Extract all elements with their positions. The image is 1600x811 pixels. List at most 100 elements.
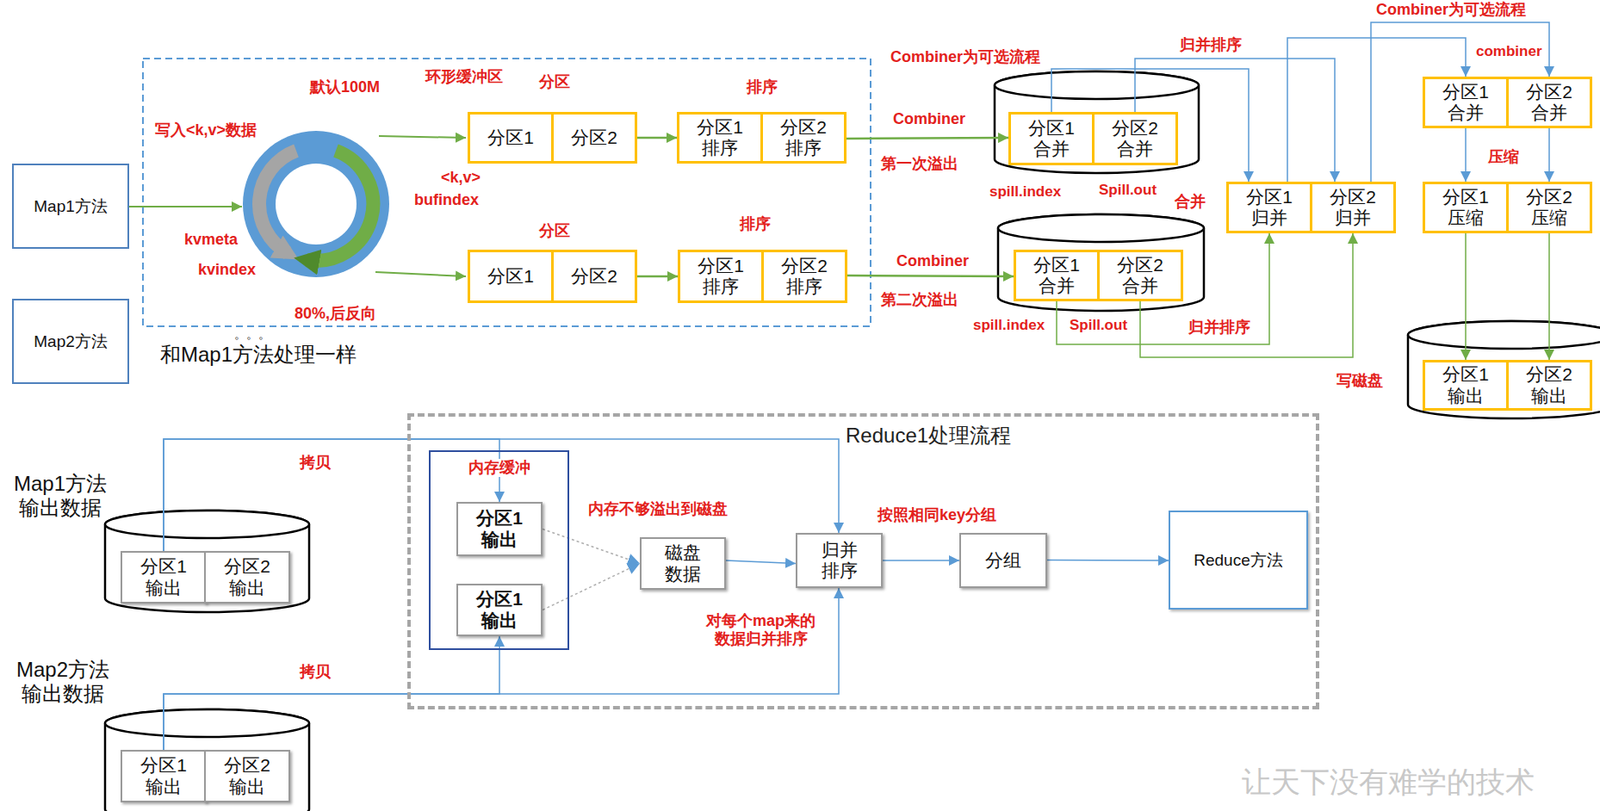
file-label: spill.index <box>987 183 1063 201</box>
file-label: spill.index <box>971 316 1047 335</box>
process-box: Map2方法 <box>12 298 130 385</box>
ring-buffer-label: 环形缓冲区 <box>423 68 505 87</box>
node-text: 分区1 输出 <box>140 755 187 797</box>
step-label: 拷贝 <box>297 663 333 682</box>
node-text: 分区1 压缩 <box>1442 186 1489 229</box>
node-text: 内存缓冲 <box>466 458 533 478</box>
flow-arrow <box>1548 233 1551 360</box>
disk-cylinder <box>105 709 310 811</box>
flow-arrow <box>542 529 640 565</box>
merge-cell: 分区1 归并 <box>1226 181 1313 234</box>
node-text: 分区2 <box>570 266 618 287</box>
sort-cell: 分区2 排序 <box>761 249 848 304</box>
write-arrow <box>129 205 242 208</box>
node-text: 分区2 归并 <box>1329 186 1377 229</box>
node-text: 分区2 输出 <box>223 556 271 598</box>
flow-arrow <box>163 588 839 751</box>
flow-arrow <box>882 559 960 562</box>
disk-cylinder <box>105 510 310 613</box>
step-label: Combiner <box>894 252 971 271</box>
spill-cell: 分区1 合并 <box>1013 249 1100 302</box>
compress-cell: 分区2 压缩 <box>1506 181 1593 234</box>
flow-arrow <box>1464 128 1467 182</box>
process-box: Map1方法 <box>12 163 130 249</box>
memory-buffer: 分区1 输出分区1 输出 内存缓冲 <box>428 450 570 651</box>
flow-arrow <box>1548 128 1551 182</box>
disk-cylinder <box>998 214 1204 311</box>
ring-arrow <box>306 150 373 261</box>
output-cell: 分区1 输出 <box>456 583 543 637</box>
node-text: 分区2 压缩 <box>1525 186 1573 229</box>
map-region-outline <box>142 58 871 327</box>
sort-cell: 分区2 排序 <box>760 111 847 164</box>
step-label: combiner <box>1474 43 1545 61</box>
spill-cell: 分区2 合并 <box>1091 111 1179 166</box>
threshold-note: 80%,后反向 <box>292 304 379 323</box>
flow-arrow <box>637 275 678 279</box>
disk-top <box>994 71 1199 100</box>
merge-cell: 分区2 归并 <box>1309 181 1396 234</box>
flow-arrow <box>1464 233 1467 360</box>
node-text: 归并 排序 <box>821 539 858 582</box>
ring-buffer <box>242 130 390 278</box>
node-text: 分区1 输出 <box>476 508 523 550</box>
node-text: 分组 <box>985 550 1022 571</box>
step-label: 拷贝 <box>297 453 333 472</box>
output-cell: 分区2 输出 <box>204 551 291 604</box>
flow-arrow <box>163 439 839 552</box>
buffer-size-note: 默认100M <box>308 78 382 97</box>
partition-cell: 分区2 <box>551 249 638 304</box>
watermark: 让天下没有难学的技术 <box>1240 765 1537 800</box>
disk-data-box: 磁盘 数据 <box>639 537 726 590</box>
flow-arrow <box>725 560 796 565</box>
node-text: 磁盘 数据 <box>664 542 701 584</box>
compress-cell: 分区1 压缩 <box>1422 181 1509 234</box>
node-text: 分区2 输出 <box>1525 364 1573 406</box>
ellipsis: 。。。 <box>232 327 273 342</box>
flow-arrow <box>163 439 500 552</box>
step-label: 第一次溢出 <box>879 155 961 174</box>
node-text: Reduce方法 <box>1193 551 1284 571</box>
node-text: Map1方法 <box>33 197 108 217</box>
pointer-label: kvindex <box>196 260 258 280</box>
step-label: 归并排序 <box>1186 318 1253 337</box>
step-label: 压缩 <box>1486 148 1521 167</box>
pointer-label: bufindex <box>412 191 481 210</box>
pointer-label: kvmeta <box>182 230 240 249</box>
partition-cell: 分区1 <box>467 111 554 164</box>
partition-cell: 分区1 <box>467 249 554 304</box>
node-text: Map2方法 <box>33 332 108 352</box>
disk-top <box>1407 321 1600 349</box>
node-text: 分区1 输出 <box>140 556 187 598</box>
node-text: 分区1 合并 <box>1033 254 1080 297</box>
note: 对每个map来的 数据归并排序 <box>704 612 818 648</box>
step-label: 第二次溢出 <box>879 291 961 310</box>
group-box: 分组 <box>959 533 1048 589</box>
sort-cell: 分区1 排序 <box>677 249 764 304</box>
output-cell: 分区1 输出 <box>120 750 207 803</box>
step-label: 分区 <box>537 73 572 92</box>
combine-cell: 分区2 合并 <box>1506 76 1593 129</box>
disk-top <box>105 510 310 539</box>
partition-cell: 分区2 <box>551 111 638 164</box>
step-label: 合并 <box>1172 192 1208 211</box>
note: 和Map1方法处理一样 <box>158 342 359 367</box>
partition-arrow <box>378 136 466 138</box>
pointer-label: <k,v> <box>439 168 483 187</box>
step-label: Combiner <box>891 110 968 129</box>
output-cell: 分区1 输出 <box>456 502 543 557</box>
ring-buffer-hole <box>275 163 357 245</box>
node-text: 分区1 合并 <box>1442 81 1489 124</box>
disk-top <box>998 214 1204 242</box>
flow-arrow <box>542 564 640 611</box>
file-label: Spill.out <box>1067 316 1129 335</box>
node-text: 分区1 输出 <box>476 589 523 631</box>
node-text: 分区2 合并 <box>1116 254 1164 297</box>
step-label: 写磁盘 <box>1334 372 1385 391</box>
node-text: 分区1 <box>487 266 534 287</box>
node-text: 分区1 <box>487 127 534 149</box>
disk-cylinder <box>994 71 1199 174</box>
node-text: 分区2 排序 <box>780 117 827 159</box>
flow-arrow <box>163 636 500 751</box>
